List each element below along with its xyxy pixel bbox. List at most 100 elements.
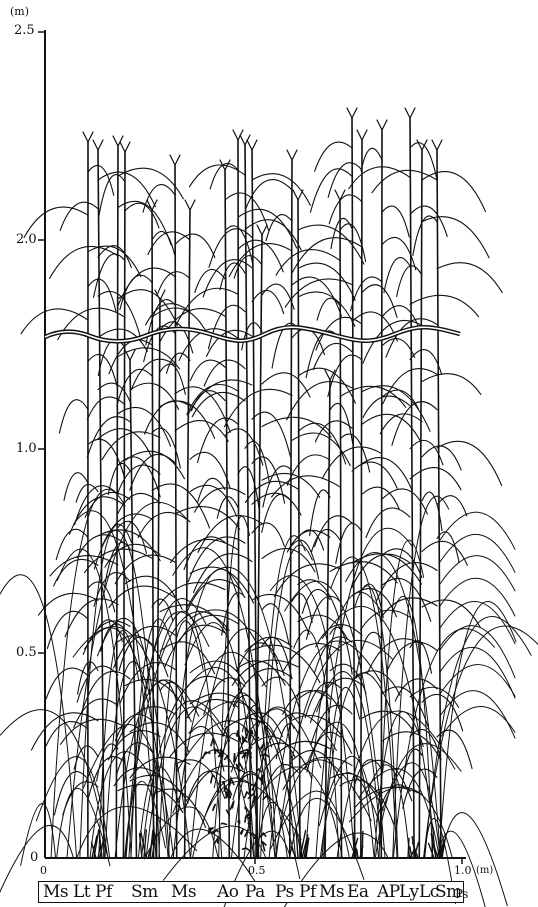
species-label: Ms: [319, 883, 344, 902]
species-label: Ea: [347, 883, 369, 902]
shrub-clump-icon: [254, 836, 256, 843]
leaf-blade-icon: [382, 306, 419, 329]
leaf-blade-icon: [245, 441, 269, 483]
species-label: AP: [377, 883, 400, 902]
leaf-blade-icon: [187, 384, 238, 414]
grass-stem-icon: [238, 140, 239, 858]
leaf-blade-icon: [328, 355, 362, 396]
species-label: Ao: [217, 883, 239, 902]
species-label: Sm: [131, 883, 158, 902]
leaf-blade-icon: [158, 272, 190, 294]
leaf-blade-icon: [262, 494, 292, 532]
leaf-blade-icon: [190, 567, 254, 603]
species-label: Ms: [43, 883, 68, 902]
leaf-blade-icon: [220, 263, 245, 290]
shrub-clump-icon: [262, 841, 266, 850]
leaf-blade-icon: [310, 169, 352, 212]
leaf-blade-icon: [261, 545, 313, 858]
x-axis-unit: (m): [476, 864, 493, 878]
leaf-blade-icon: [50, 246, 118, 278]
shrub-clump-icon: [247, 750, 248, 758]
leaf-blade-icon: [413, 216, 437, 256]
grass-stem-icon: [335, 190, 345, 200]
y-tick-label-1-0: 1.0: [16, 442, 37, 456]
shrub-clump-icon: [211, 775, 215, 782]
shrub-clump-icon: [214, 838, 218, 844]
species-legend-bar: Ms Lt Pf Sm Ms Ao Pa Ps Pf Ms Ea AP Ly L…: [38, 881, 464, 903]
leaf-blade-icon: [130, 383, 179, 409]
leaf-blade-icon: [349, 167, 410, 189]
leaf-blade-icon: [188, 537, 245, 582]
leaf-blade-icon: [198, 478, 225, 502]
leaf-blade-icon: [276, 250, 340, 276]
y-tick-label-0-5: 0.5: [16, 646, 37, 660]
grass-stem-icon: [432, 140, 442, 150]
leaf-blade-icon: [65, 599, 118, 637]
grass-stem-icon: [152, 210, 154, 858]
grass-stem-icon: [83, 132, 93, 142]
leaf-blade-icon: [366, 508, 410, 538]
leaf-blade-icon: [355, 787, 422, 807]
leaf-blade-icon: [392, 402, 437, 446]
leaf-blade-icon: [190, 452, 230, 488]
leaf-blade-icon: [317, 298, 340, 320]
leaf-blade-icon: [346, 552, 441, 858]
species-label: Pf: [95, 883, 112, 902]
leaf-blade-icon: [190, 693, 259, 721]
grass-stem-icon: [357, 130, 367, 140]
leaf-blade-icon: [175, 234, 215, 257]
leaf-blade-icon: [118, 268, 175, 306]
species-label: Ms: [171, 883, 196, 902]
leaf-blade-icon: [118, 168, 183, 198]
y-tick-label-0: 0: [30, 851, 38, 865]
leaf-blade-icon: [410, 206, 447, 236]
leaf-blade-icon: [144, 401, 190, 434]
leaf-blade-icon: [410, 468, 461, 490]
leaf-blade-icon: [440, 556, 515, 591]
leaf-blade-icon: [88, 165, 114, 195]
y-tick-label-2-5: 2.5: [14, 24, 35, 38]
leaf-blade-icon: [437, 532, 459, 563]
x-tick-label-0: 0: [40, 864, 47, 878]
grass-stem-icon: [347, 108, 357, 118]
species-label: Ly: [399, 883, 419, 902]
shrub-clump-icon: [234, 753, 235, 762]
leaf-blade-icon: [384, 258, 410, 293]
leaf-blade-icon: [397, 266, 422, 297]
leaf-blade-icon: [252, 290, 284, 313]
species-label: Lt: [73, 883, 90, 902]
leaf-blade-icon: [362, 386, 430, 432]
leaf-blade-icon: [379, 540, 424, 858]
grass-stem-icon: [116, 146, 118, 858]
leaf-blade-icon: [238, 467, 260, 514]
species-label: Ps: [455, 885, 468, 904]
leaf-blade-icon: [393, 629, 494, 858]
shrub-clump-icon: [213, 804, 216, 810]
leaf-blade-icon: [328, 163, 362, 198]
leaf-blade-icon: [160, 682, 189, 718]
leaf-blade-icon: [21, 309, 88, 334]
x-tick-label-1-0: 1.0: [454, 864, 472, 878]
leaf-blade-icon: [118, 407, 171, 446]
leaf-blade-icon: [225, 429, 263, 465]
grass-stem-icon: [298, 200, 300, 858]
leaf-blade-icon: [88, 279, 116, 311]
leaf-blade-icon: [292, 238, 362, 273]
shrub-clump-icon: [229, 778, 233, 786]
leaf-blade-icon: [99, 175, 125, 218]
leaf-blade-icon: [422, 217, 489, 258]
shrub-clump-icon: [225, 756, 229, 762]
leaf-blade-icon: [118, 348, 179, 369]
leaf-blade-icon: [284, 643, 340, 670]
leaf-blade-icon: [410, 143, 437, 182]
leaf-blade-icon: [203, 260, 252, 297]
shrub-clump-icon: [241, 829, 244, 834]
leaf-blade-icon: [319, 756, 378, 858]
leaf-blade-icon: [380, 414, 422, 434]
leaf-blade-icon: [298, 225, 364, 264]
shrub-clump-icon: [243, 848, 251, 851]
leaf-blade-icon: [350, 277, 382, 311]
shrub-clump-icon: [222, 823, 227, 824]
